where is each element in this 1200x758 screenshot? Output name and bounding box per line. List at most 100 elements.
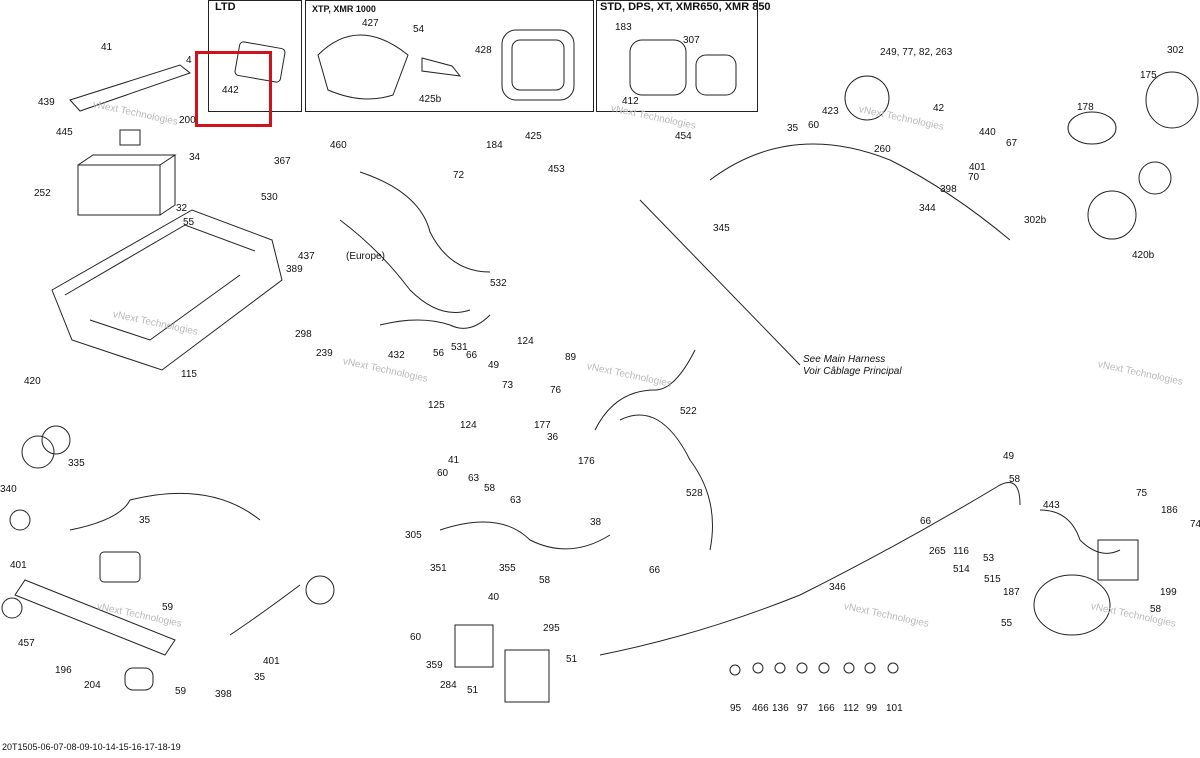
part-callout: 437 [298, 251, 315, 262]
part-callout: 443 [1043, 500, 1060, 511]
part-callout: 4 [186, 55, 192, 66]
part-callout: 532 [490, 278, 507, 289]
part-callout: 55 [1001, 618, 1013, 629]
part-callout: 454 [675, 131, 692, 142]
part-callout: 67 [1006, 138, 1018, 149]
part-callout: 124 [517, 336, 534, 347]
part-callout: 204 [84, 680, 101, 691]
box-label-ltd: LTD [215, 1, 236, 13]
part-callout: 335 [68, 458, 85, 469]
part-callout: 112 [843, 703, 859, 714]
part-callout: 307 [683, 35, 700, 46]
selected-part-highlight [195, 51, 272, 127]
part-callout: 260 [874, 144, 891, 155]
harness-8-shape [229, 584, 301, 636]
part-callout: (Europe) [346, 251, 385, 262]
part-callout: 42 [933, 103, 945, 114]
cover-shape [1145, 71, 1199, 129]
part-callout: 355 [499, 563, 516, 574]
part-callout: 515 [984, 574, 1001, 585]
part-callout: 183 [615, 22, 632, 33]
part-callout: 184 [486, 140, 503, 151]
part-callout: 38 [590, 517, 602, 528]
part-callout: 199 [1160, 587, 1177, 598]
harness-7-shape [69, 492, 261, 531]
headlight-shape [21, 435, 55, 469]
part-callout: 175 [1140, 70, 1157, 81]
part-callout: 34 [189, 152, 201, 163]
hose-522-shape [594, 349, 696, 431]
part-callout: 35 [139, 515, 151, 526]
part-callout: 49 [488, 360, 500, 371]
part-callout: 124 [460, 420, 477, 431]
part-callout: 63 [510, 495, 522, 506]
part-callout: 340 [0, 484, 17, 495]
part-callout: 439 [38, 97, 55, 108]
part-callout: 177 [534, 420, 551, 431]
part-callout: 514 [953, 564, 970, 575]
part-callout: 420b [1132, 250, 1155, 261]
part-callout: 389 [286, 264, 303, 275]
part-callout: 66 [920, 516, 932, 527]
part-callout: 442 [222, 85, 239, 96]
part-callout: 176 [578, 456, 595, 467]
part-callout: 35 [787, 123, 799, 134]
part-callout: 200 [179, 115, 196, 126]
part-callout: 530 [261, 192, 278, 203]
part-callout: 75 [1136, 488, 1148, 499]
ring-2-shape [1067, 111, 1117, 145]
std-group-box [596, 0, 758, 112]
part-callout: 51 [566, 654, 578, 665]
main-harness-note-fr: Voir Câblage Principal [803, 366, 902, 377]
part-callout: 60 [808, 120, 820, 131]
part-callout: 89 [565, 352, 577, 363]
bracket-shape [69, 64, 192, 112]
harness-2-shape [339, 219, 471, 313]
part-callout: 453 [548, 164, 565, 175]
part-callout: 440 [979, 127, 996, 138]
part-callout: 101 [886, 703, 903, 714]
box-label-std: STD, DPS, XT, XMR650, XMR 850 [600, 1, 771, 13]
part-callout: 66 [649, 565, 661, 576]
solenoid-shape [1097, 539, 1139, 581]
regulator-shape [454, 624, 494, 668]
note-leader-shape [639, 199, 801, 366]
gauge-cluster-inner-shape [511, 39, 565, 91]
part-callout: 186 [1161, 505, 1178, 516]
starter-engine-shape [844, 75, 890, 121]
main-harness-note: See Main Harness Voir Câblage Principal [803, 354, 902, 378]
part-callout: 36 [547, 432, 559, 443]
part-callout: 398 [215, 689, 232, 700]
part-callout: 425b [419, 94, 442, 105]
part-callout: 298 [295, 329, 312, 340]
part-callout: 58 [1150, 604, 1162, 615]
part-callout: 41 [101, 42, 113, 53]
part-callout: 35 [254, 672, 266, 683]
part-callout: 249, 77, 82, 263 [880, 47, 953, 58]
diagram-reference: 20T1505-06-07-08-09-10-14-15-16-17-18-19 [2, 742, 181, 752]
part-callout: 95 [730, 703, 742, 714]
part-callout: 351 [430, 563, 447, 574]
part-callout: 345 [713, 223, 730, 234]
xtp-group-box [305, 0, 594, 112]
harness-4-shape [599, 482, 1021, 656]
battery-tray-shape [51, 209, 283, 371]
headlight-2-shape [41, 425, 71, 455]
ring-shape [1138, 161, 1172, 195]
part-callout: 116 [953, 546, 969, 557]
battery-tray-detail-shape [64, 224, 256, 341]
part-callout: 72 [453, 170, 465, 181]
part-callout: 58 [1009, 474, 1021, 485]
part-callout: 73 [502, 380, 514, 391]
part-callout: 284 [440, 680, 457, 691]
harness-5-shape [619, 414, 713, 551]
part-callout: 239 [316, 348, 333, 359]
reflector-2-shape [124, 667, 154, 691]
part-callout: 60 [437, 468, 449, 479]
gauge-std-shape [629, 39, 687, 96]
part-callout: 59 [175, 686, 187, 697]
part-callout: 295 [543, 623, 560, 634]
part-callout: 74 [1190, 519, 1200, 530]
part-callout: 445 [56, 127, 73, 138]
battery-top-shape [77, 154, 177, 216]
